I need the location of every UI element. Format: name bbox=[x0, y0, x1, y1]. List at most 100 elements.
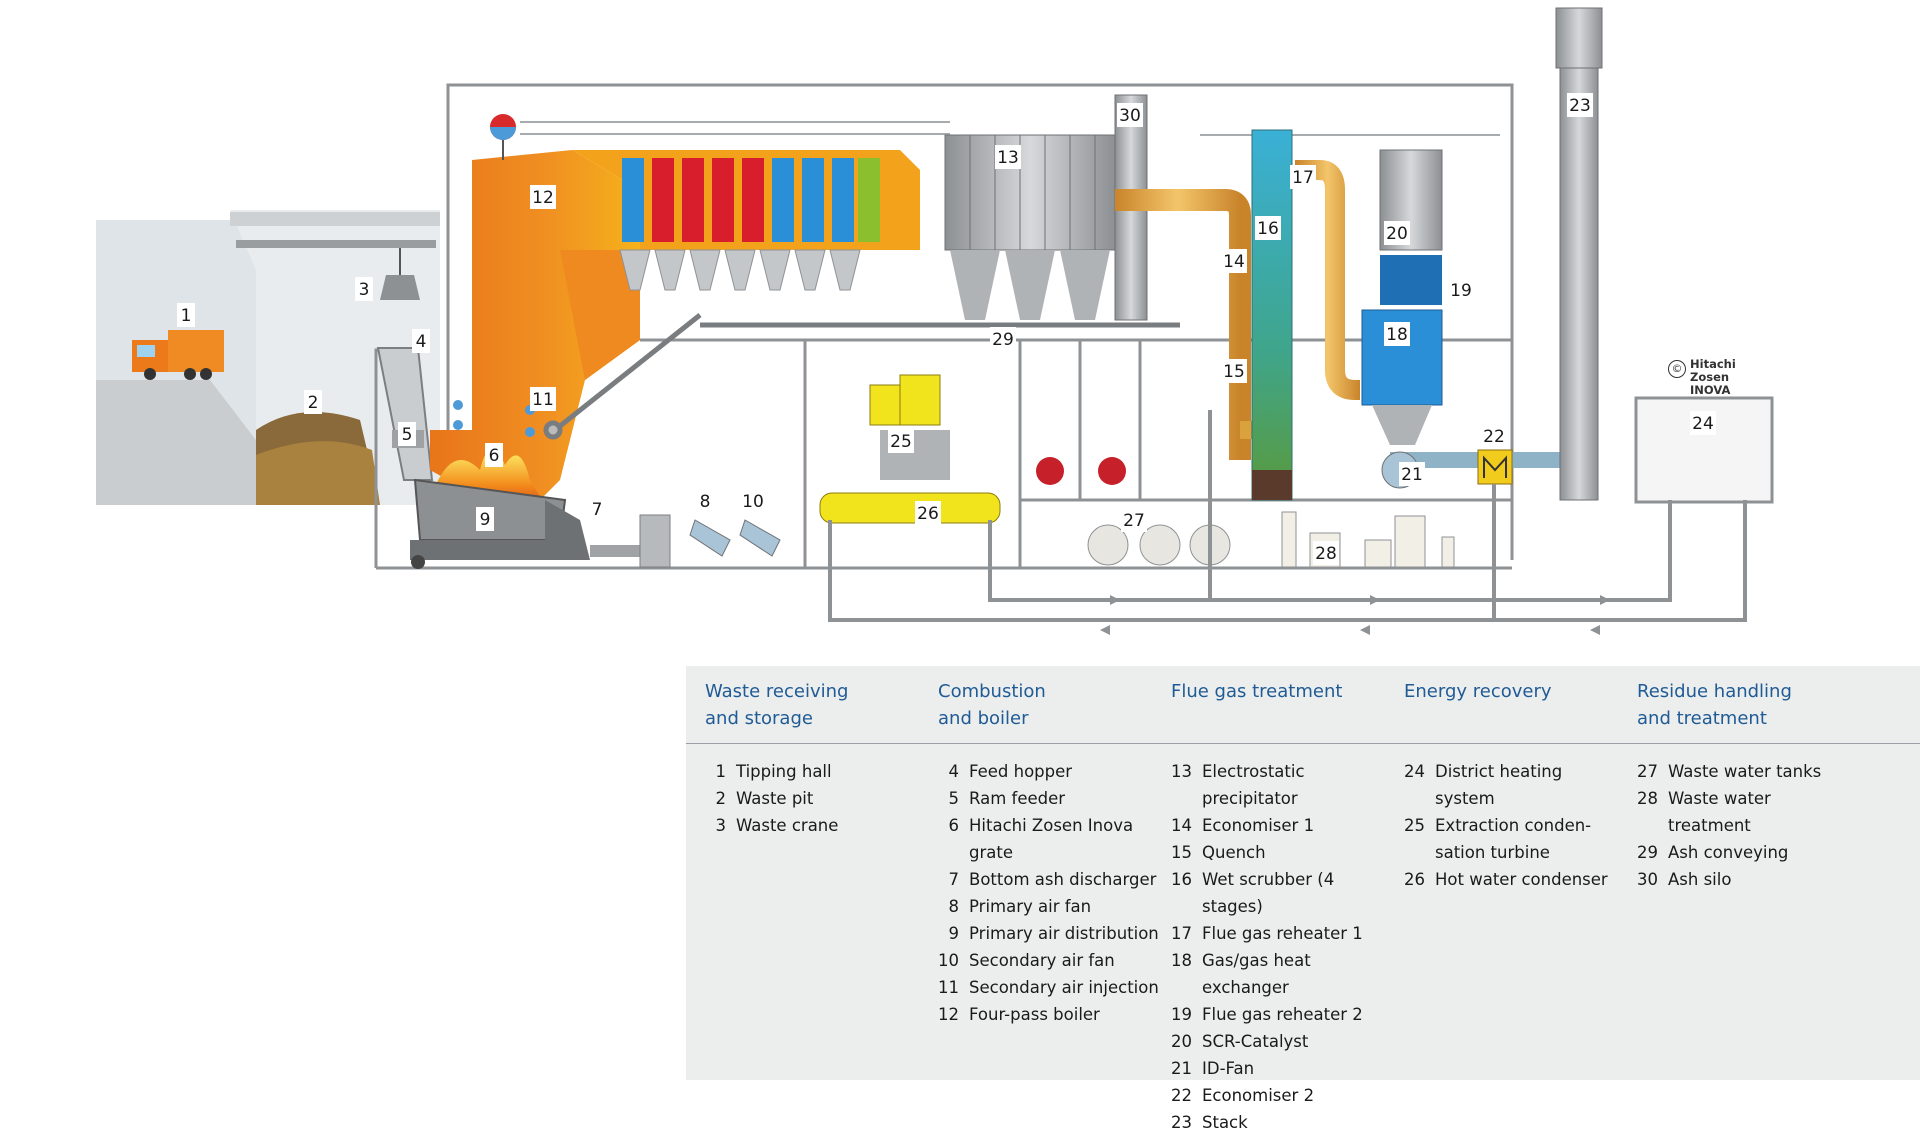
legend-item-text: Waste pit bbox=[736, 789, 814, 808]
diagram-label-23: 23 bbox=[1567, 93, 1593, 117]
diagram-label-text: 30 bbox=[1119, 106, 1141, 126]
diagram-label-text: 6 bbox=[489, 446, 500, 466]
diagram-label-text: 19 bbox=[1450, 281, 1472, 301]
diagram-label-2: 2 bbox=[304, 390, 322, 414]
hot-water-condenser bbox=[819, 492, 1001, 524]
legend-item-text: Extraction conden- sation turbine bbox=[1435, 816, 1592, 862]
diagram-label-text: 5 bbox=[402, 425, 413, 445]
legend-item-number: 28 bbox=[1637, 789, 1658, 808]
diagram-label-text: 20 bbox=[1386, 224, 1408, 244]
diagram-label-text: 22 bbox=[1483, 427, 1505, 447]
flue-gas-ducts bbox=[1115, 160, 1580, 468]
diagram-label-13: 13 bbox=[995, 145, 1021, 169]
diagram-label-text: 25 bbox=[890, 432, 912, 452]
legend-item-number: 22 bbox=[1171, 1086, 1192, 1105]
diagram-label-10: 10 bbox=[740, 489, 766, 513]
diagram-label-text: 18 bbox=[1386, 325, 1408, 345]
diagram-label-text: 4 bbox=[416, 332, 427, 352]
legend-item-text: Hitachi Zosen Inova grate bbox=[969, 816, 1134, 862]
legend-item-number: 4 bbox=[948, 762, 960, 781]
diagram-label-4: 4 bbox=[412, 329, 430, 353]
diagram-label-29: 29 bbox=[990, 327, 1016, 351]
legend-item-text: Four-pass boiler bbox=[969, 1005, 1100, 1024]
legend-item-number: 7 bbox=[948, 870, 960, 889]
diagram-label-text: 15 bbox=[1223, 362, 1245, 382]
diagram-label-11: 11 bbox=[530, 387, 556, 411]
legend-item-number: 27 bbox=[1637, 762, 1658, 781]
legend-item-number: 16 bbox=[1171, 870, 1192, 889]
boiler-hoppers bbox=[619, 249, 861, 291]
diagram-label-22: 22 bbox=[1481, 424, 1507, 448]
diagram-label-5: 5 bbox=[398, 422, 416, 446]
waste-water-treatment bbox=[1281, 511, 1455, 568]
diagram-label-text: 26 bbox=[917, 504, 939, 524]
diagram-label-24: 24 bbox=[1690, 411, 1716, 435]
diagram-label-text: 29 bbox=[992, 330, 1014, 350]
legend-item-text: Ash conveying bbox=[1668, 843, 1789, 862]
diagram-label-text: 9 bbox=[480, 510, 491, 530]
legend-item-number: 1 bbox=[715, 762, 727, 781]
diagram-label-text: 16 bbox=[1257, 219, 1279, 239]
legend-item-text: Primary air distribution bbox=[969, 924, 1159, 943]
scr-reactor bbox=[1361, 149, 1443, 445]
diagram-label-text: 23 bbox=[1569, 96, 1591, 116]
legend-divider bbox=[686, 743, 1920, 744]
legend-column-heading: Waste receiving and storage bbox=[705, 681, 849, 729]
legend-item-number: 23 bbox=[1171, 1113, 1192, 1132]
diagram-label-text: 7 bbox=[592, 500, 603, 520]
legend-column-heading: Residue handling and treatment bbox=[1637, 681, 1792, 729]
diagram-label-19: 19 bbox=[1448, 278, 1474, 302]
legend-item-number: 21 bbox=[1171, 1059, 1192, 1078]
diagram-label-28: 28 bbox=[1313, 541, 1339, 565]
legend-item-text: Electrostatic precipitator bbox=[1202, 762, 1305, 808]
diagram-label-15: 15 bbox=[1221, 359, 1247, 383]
diagram-label-text: 21 bbox=[1401, 465, 1423, 485]
diagram-label-text: 28 bbox=[1315, 544, 1337, 564]
legend-item-text: Quench bbox=[1202, 843, 1266, 862]
legend-column-heading: Flue gas treatment bbox=[1171, 681, 1343, 702]
legend-item-number: 19 bbox=[1171, 1005, 1192, 1024]
legend-item-number: 20 bbox=[1171, 1032, 1192, 1051]
economiser-2 bbox=[1477, 449, 1513, 485]
legend-item-number: 14 bbox=[1171, 816, 1192, 835]
diagram-label-text: 27 bbox=[1123, 511, 1145, 531]
heat-exchanger-bundles bbox=[622, 158, 880, 242]
legend-item-number: 8 bbox=[948, 897, 960, 916]
legend-column-heading: Combustion and boiler bbox=[938, 681, 1046, 729]
legend-item-number: 2 bbox=[715, 789, 727, 808]
ash-discharger bbox=[545, 500, 671, 568]
legend-column-heading: Energy recovery bbox=[1404, 681, 1552, 702]
stack bbox=[1555, 7, 1603, 501]
legend-item-text: Waste water treatment bbox=[1668, 789, 1771, 835]
water-circuit bbox=[828, 410, 1747, 622]
legend-item: 28 Waste water treatment bbox=[1618, 785, 1858, 839]
diagram-label-9: 9 bbox=[476, 507, 494, 531]
legend-item-text: Ash silo bbox=[1668, 870, 1732, 889]
legend-item-number: 17 bbox=[1171, 924, 1192, 943]
legend-item-number: 13 bbox=[1171, 762, 1192, 781]
diagram-label-3: 3 bbox=[355, 277, 373, 301]
diagram-label-text: 14 bbox=[1223, 252, 1245, 272]
waste-water-tanks bbox=[1087, 524, 1231, 566]
diagram-label-12: 12 bbox=[530, 185, 556, 209]
legend-item-text: Economiser 2 bbox=[1202, 1086, 1315, 1105]
legend-item-text: Feed hopper bbox=[969, 762, 1073, 781]
diagram-label-text: 17 bbox=[1292, 168, 1314, 188]
